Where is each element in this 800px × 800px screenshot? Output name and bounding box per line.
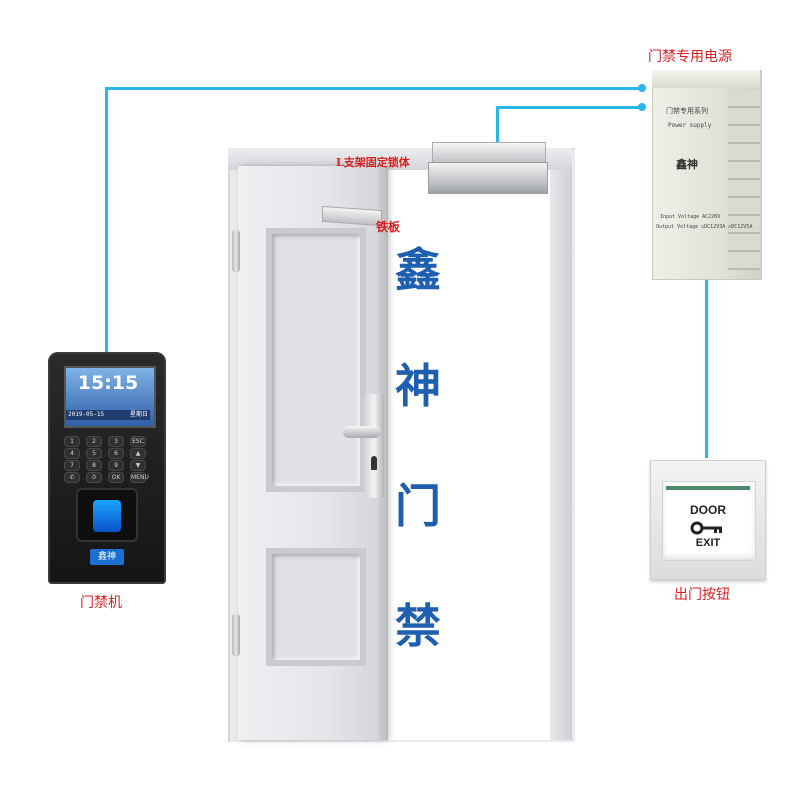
keypad-key[interactable]: 7 xyxy=(64,460,80,471)
exit-door-text: DOOR xyxy=(690,503,726,517)
keypad-key[interactable]: 8 xyxy=(86,460,102,471)
power-supply-label: 门禁专用电源 xyxy=(648,49,732,65)
iron-plate-label: 铁板 xyxy=(376,220,401,234)
door-text-char: 门 xyxy=(395,479,441,533)
exit-button-label: 出门按钮 xyxy=(674,587,730,603)
door-handle xyxy=(343,426,381,438)
machine-weekday: 星期日 xyxy=(129,411,148,418)
power-supply-top xyxy=(652,70,760,88)
door-handle-plate xyxy=(364,394,384,498)
keypad-key[interactable]: MENU xyxy=(130,472,149,483)
wire-end-dot xyxy=(638,84,646,92)
machine-date: 2019-05-15 xyxy=(68,411,105,418)
lock-label: L支架固定锁体 xyxy=(336,156,410,169)
keypad-key[interactable]: 3 xyxy=(108,436,124,447)
keypad-key[interactable]: 9 xyxy=(108,460,124,471)
door-upper-panel xyxy=(266,228,366,492)
door-hinge-top xyxy=(232,230,240,272)
wire-lock-horizontal xyxy=(496,106,644,109)
keypad-key[interactable]: 4 xyxy=(64,448,80,459)
key-icon xyxy=(690,520,726,535)
keypad-key[interactable]: 1 xyxy=(64,436,80,447)
keypad-key[interactable]: OK xyxy=(108,472,124,483)
door-text-char: 禁 xyxy=(395,599,441,653)
keypad-key[interactable]: 2 xyxy=(86,436,102,447)
psu-output-text: Output Voltage ◻DC12V3A ◻DC12V5A xyxy=(656,224,753,230)
keypad-key[interactable]: ▼ xyxy=(130,460,146,471)
door-lower-panel xyxy=(266,548,366,666)
keypad-key[interactable]: ✆ xyxy=(64,472,80,483)
keypad-key[interactable]: 5 xyxy=(86,448,102,459)
keypad-key[interactable]: ESC xyxy=(130,436,146,447)
machine-time: 15:15 xyxy=(77,372,139,394)
machine-brand-badge: 鑫神 xyxy=(90,549,124,565)
keypad-key[interactable]: 6 xyxy=(108,448,124,459)
wire-lock-vertical xyxy=(496,108,499,144)
door-hinge-bottom xyxy=(232,614,240,656)
door-text-char: 鑫 xyxy=(395,243,441,297)
keypad-key[interactable]: ▲ xyxy=(130,448,146,459)
psu-series-text: 门禁专用系列 xyxy=(666,107,708,115)
wire-exit-vertical xyxy=(705,280,708,458)
machine-status-bar: 2019-05-15 星期日 xyxy=(66,410,150,420)
psu-input-text: Input Voltage AC220V xyxy=(660,214,721,220)
fingerprint-sensor[interactable] xyxy=(93,500,121,532)
keypad-key[interactable]: 0 xyxy=(86,472,102,483)
exit-button-indicator xyxy=(666,486,750,490)
magnetic-lock-body xyxy=(428,162,548,194)
wire-end-dot xyxy=(638,103,646,111)
wire-top-horizontal xyxy=(105,87,645,90)
door-frame-right-jamb xyxy=(550,148,572,740)
exit-exit-text: EXIT xyxy=(695,537,721,549)
power-supply-vents xyxy=(728,90,760,270)
exit-button[interactable] xyxy=(662,481,756,561)
wire-machine-vertical xyxy=(105,87,108,355)
keyhole xyxy=(371,456,377,470)
door-text-char: 神 xyxy=(395,359,441,413)
psu-brand-text: 鑫神 xyxy=(676,158,698,171)
psu-subtitle-text: Power supply xyxy=(668,122,712,129)
access-machine-label: 门禁机 xyxy=(80,595,122,611)
